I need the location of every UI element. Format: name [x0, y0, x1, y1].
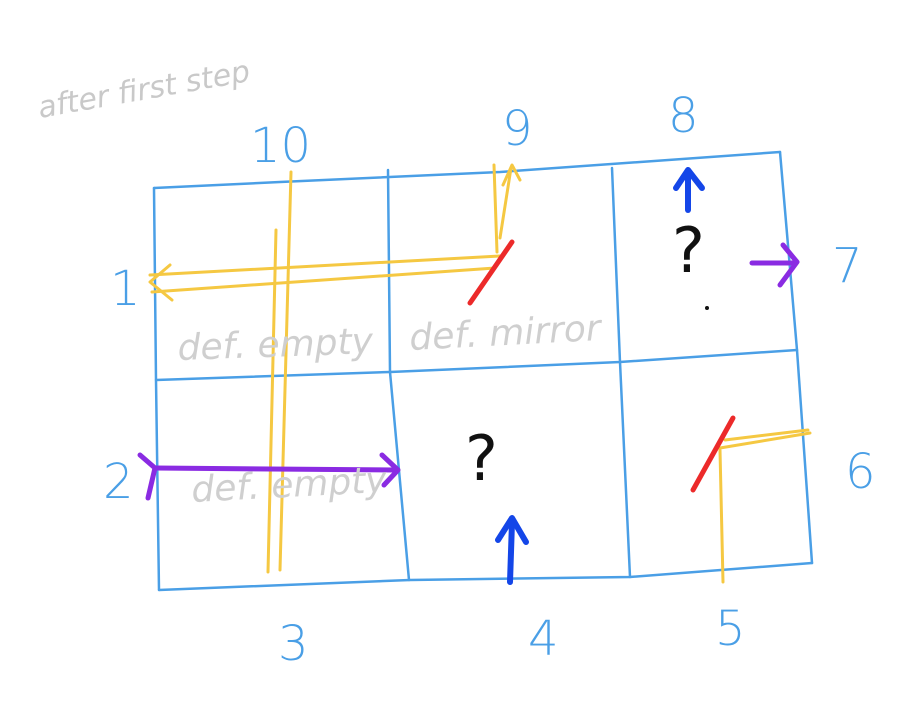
horizontal-beam-to-1 [148, 254, 502, 277]
arrowhead-to-1 [148, 263, 174, 302]
cell-labels: def. empty def. mirror def. empty ? ? [177, 214, 705, 511]
question-mark-bottom-mid: ? [465, 422, 498, 495]
mirror-top-mid [467, 239, 515, 306]
port-number-10: 10 [250, 118, 311, 174]
port-number-5: 5 [715, 601, 746, 657]
port-number-6: 6 [845, 444, 876, 500]
grid-vertical-2 [610, 166, 632, 579]
vertical-beam-column-1 [278, 170, 293, 572]
port-number-3: 3 [278, 616, 309, 672]
question-mark-top-right: ? [672, 214, 705, 287]
grid-right-edge [778, 150, 814, 565]
cell-label-top-mid: def. mirror [408, 308, 604, 359]
stray-dot [705, 306, 709, 310]
beam-up-to-9-b [498, 166, 513, 240]
blue-arrows [495, 167, 705, 585]
grid-top-edge [152, 150, 782, 190]
beam-to-6 [718, 431, 812, 450]
port-number-8: 8 [668, 88, 699, 144]
grid-vertical-1 [386, 168, 411, 582]
cell-label-top-left: def. empty [177, 321, 374, 369]
purple-beams [137, 242, 800, 501]
port-number-9: 9 [502, 101, 533, 157]
blue-arrow-4-head [495, 515, 529, 545]
port-number-1: 1 [110, 261, 141, 317]
port-number-7: 7 [832, 238, 863, 294]
grid-bottom-edge [157, 561, 814, 592]
vertical-beam-column-1-b [266, 228, 278, 574]
purple-entry-bracket-2 [137, 452, 158, 501]
purple-arrowhead-to-7 [777, 242, 800, 288]
arrowhead-to-9 [501, 163, 522, 187]
horizontal-beam-to-1-b [150, 266, 497, 294]
grid-left-edge [152, 186, 161, 592]
beam-up-to-9 [492, 163, 499, 254]
yellow-beams [148, 163, 812, 584]
mirror-bottom-right [690, 415, 736, 493]
cell-label-bottom-left: def. empty [190, 460, 388, 511]
port-number-2: 2 [103, 454, 134, 510]
port-number-4: 4 [528, 611, 559, 667]
beam-from-5-up [718, 448, 725, 584]
blue-arrow-4-shaft [507, 519, 515, 585]
port-numbers: 1 2 3 4 5 6 7 8 9 10 [103, 88, 876, 672]
mirrors [467, 239, 736, 493]
title-text: after first step [35, 54, 252, 126]
grid [152, 150, 814, 592]
beam-to-6-b [723, 428, 810, 442]
blue-arrow-8-head [673, 167, 705, 191]
purple-arrowhead-row-2 [379, 452, 401, 488]
purple-beam-row-2 [152, 465, 398, 473]
